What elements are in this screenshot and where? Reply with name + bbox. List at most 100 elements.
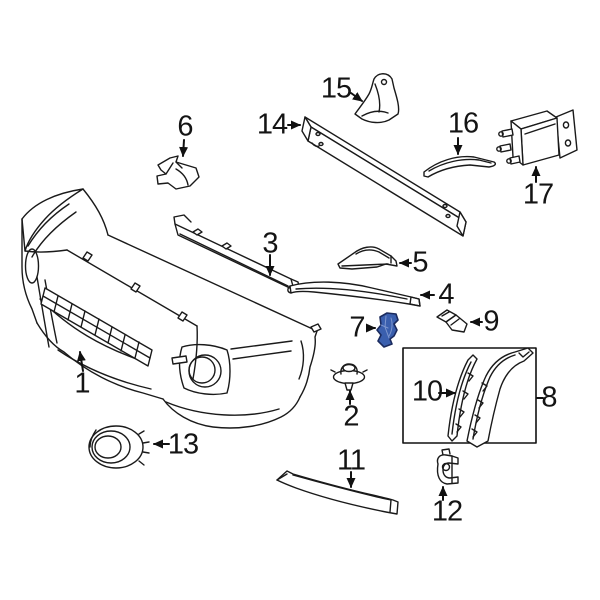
part-2-drawing[interactable] [331, 364, 367, 390]
tooth[interactable] [463, 391, 468, 399]
outline[interactable] [157, 156, 199, 189]
detail[interactable] [176, 169, 188, 185]
stud-tip[interactable] [499, 132, 503, 136]
outline[interactable] [424, 157, 495, 177]
outline[interactable] [448, 355, 477, 441]
horn-outline[interactable] [22, 189, 83, 251]
horn-detail[interactable] [28, 204, 69, 246]
grille-divider[interactable] [108, 327, 112, 343]
end-cap[interactable] [390, 500, 391, 512]
grille-divider[interactable] [54, 296, 58, 312]
part-10-drawing[interactable] [448, 355, 477, 441]
grille-divider[interactable] [135, 342, 139, 358]
detail[interactable] [90, 430, 96, 447]
detail[interactable] [429, 159, 491, 171]
edge[interactable] [193, 326, 197, 379]
part-11-drawing[interactable] [277, 471, 398, 514]
detail[interactable] [362, 111, 388, 116]
hole[interactable] [382, 80, 387, 85]
stud-tip[interactable] [497, 147, 501, 151]
scallop[interactable] [143, 452, 149, 453]
part-label-6[interactable]: 6 [177, 110, 193, 143]
opening[interactable] [95, 436, 121, 458]
part-label-8[interactable]: 8 [541, 381, 557, 414]
part-15-drawing[interactable] [355, 74, 399, 123]
tooth[interactable] [472, 429, 477, 437]
part-label-2[interactable]: 2 [343, 400, 359, 433]
slot[interactable] [442, 312, 449, 316]
crease[interactable] [58, 350, 151, 389]
hole[interactable] [446, 215, 450, 218]
part-label-1[interactable]: 1 [74, 367, 90, 400]
horn-detail[interactable] [83, 189, 108, 235]
part-label-13[interactable]: 13 [167, 428, 199, 461]
part-8-group[interactable] [403, 348, 536, 447]
part-label-3[interactable]: 3 [262, 227, 278, 260]
part-5-drawing[interactable] [338, 247, 397, 269]
detail[interactable] [451, 319, 459, 325]
part-label-16[interactable]: 16 [447, 107, 479, 140]
tooth[interactable] [478, 400, 483, 408]
grille-divider[interactable] [68, 304, 72, 320]
crease[interactable] [231, 341, 292, 349]
right-edge[interactable] [300, 331, 317, 397]
tab[interactable] [442, 449, 450, 455]
crease[interactable] [299, 341, 303, 379]
part-6-drawing[interactable] [157, 156, 199, 189]
bottom-bulge[interactable] [163, 397, 300, 428]
detail[interactable] [342, 264, 388, 266]
scallop[interactable] [139, 461, 144, 465]
left-end-face[interactable] [302, 117, 311, 141]
tab[interactable] [193, 229, 202, 235]
detail[interactable] [356, 250, 389, 258]
part-label-14[interactable]: 14 [256, 108, 288, 141]
part-label-15[interactable]: 15 [320, 72, 352, 105]
part-label-4[interactable]: 4 [438, 278, 454, 311]
part-label-9[interactable]: 9 [483, 305, 499, 338]
tab[interactable] [222, 243, 231, 249]
horn-detail[interactable] [32, 212, 76, 257]
crease[interactable] [233, 351, 291, 359]
notch[interactable] [519, 352, 529, 357]
channel[interactable] [45, 280, 57, 343]
part-16-drawing[interactable] [424, 157, 495, 177]
part-7-drawing-highlighted[interactable] [377, 313, 398, 347]
front-face[interactable] [308, 127, 466, 236]
left-edge[interactable] [22, 219, 37, 323]
dome-top[interactable] [343, 365, 355, 372]
part-12-drawing[interactable] [437, 449, 458, 484]
right-end-face[interactable] [457, 212, 466, 236]
stem[interactable] [345, 383, 353, 390]
part-label-10[interactable]: 10 [411, 375, 443, 408]
top-edge[interactable] [108, 235, 317, 331]
detail[interactable] [293, 475, 391, 500]
fold-detail[interactable] [381, 325, 388, 328]
outline[interactable] [355, 74, 399, 123]
outline[interactable] [377, 313, 398, 347]
part-9-drawing[interactable] [437, 310, 467, 332]
channel[interactable] [37, 277, 49, 347]
scallop[interactable] [143, 442, 149, 443]
detail[interactable] [312, 143, 319, 146]
grille-divider[interactable] [95, 319, 99, 335]
fold-detail[interactable] [389, 318, 392, 336]
clip-tab[interactable] [131, 283, 140, 292]
part-label-12[interactable]: 12 [431, 495, 463, 528]
detail[interactable] [375, 84, 380, 112]
hole[interactable] [443, 464, 450, 471]
crease[interactable] [166, 402, 279, 415]
detail[interactable] [363, 370, 367, 372]
end-hook[interactable] [288, 286, 291, 293]
hole[interactable] [319, 143, 323, 146]
detail[interactable] [525, 124, 555, 134]
slot[interactable] [172, 356, 187, 364]
detail[interactable] [331, 370, 335, 372]
clip-tab[interactable] [83, 252, 92, 261]
hole[interactable] [443, 205, 447, 208]
hole[interactable] [563, 122, 568, 128]
end-tab[interactable] [410, 297, 420, 306]
flange[interactable] [334, 371, 365, 384]
detail[interactable] [176, 162, 182, 168]
grille-divider[interactable] [81, 311, 85, 327]
detail[interactable] [452, 362, 471, 434]
